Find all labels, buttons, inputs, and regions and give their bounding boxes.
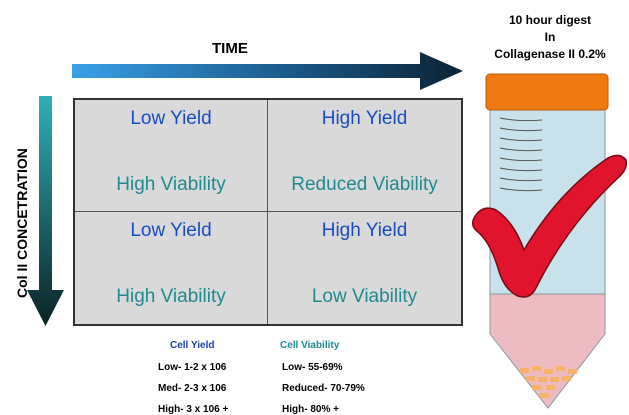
cell-viability-label: High Viability bbox=[116, 286, 226, 307]
concentration-arrow bbox=[27, 96, 64, 326]
digest-line-3: Collagenase II 0.2% bbox=[494, 47, 606, 61]
tube-lower-body bbox=[489, 293, 606, 409]
time-label: TIME bbox=[212, 40, 248, 57]
cell-yield-label: High Yield bbox=[321, 220, 408, 241]
test-tube-illustration bbox=[471, 73, 628, 409]
legend-viability-item: Reduced- 70-79% bbox=[282, 383, 365, 394]
legend-yield-title: Cell Yield bbox=[170, 340, 215, 351]
legend-yield-item: High- 3 x 106 + bbox=[158, 404, 229, 415]
cell-yield-label: High Yield bbox=[321, 108, 408, 129]
digest-line-1: 10 hour digest bbox=[508, 13, 591, 27]
cell-yield-label: Low Yield bbox=[130, 108, 212, 129]
cell-viability-label: High Viability bbox=[116, 174, 226, 195]
concentration-label: Col II CONCETRATION bbox=[14, 148, 30, 298]
cell-viability-label: Low Viability bbox=[311, 286, 418, 307]
yield-viability-grid: Low Yield High Viability High Yield Redu… bbox=[73, 98, 463, 326]
grid-cell-top-right: High Yield Reduced Viability bbox=[268, 100, 461, 212]
checkmark-icon bbox=[471, 154, 628, 298]
legend-viability-title: Cell Viability bbox=[280, 340, 340, 351]
digest-line-2: In bbox=[544, 30, 556, 44]
tube-cap bbox=[485, 73, 609, 111]
cell-pellet bbox=[520, 366, 577, 398]
cell-viability-label: Reduced Viability bbox=[291, 174, 438, 195]
grid-cell-bottom-right: High Yield Low Viability bbox=[268, 212, 461, 324]
grid-cell-bottom-left: Low Yield High Viability bbox=[75, 212, 268, 324]
tube-graduation-marks bbox=[499, 117, 543, 192]
grid-cell-top-left: Low Yield High Viability bbox=[75, 100, 268, 212]
legend-yield-item: Low- 1-2 x 106 bbox=[158, 362, 227, 373]
cell-yield-label: Low Yield bbox=[130, 220, 212, 241]
legend-viability-item: Low- 55-69% bbox=[282, 362, 343, 373]
time-arrow bbox=[72, 52, 463, 90]
legend-viability-item: High- 80% + bbox=[282, 404, 339, 415]
digest-caption: 10 hour digest In Collagenase II 0.2% bbox=[472, 12, 628, 63]
legend-yield-item: Med- 2-3 x 106 bbox=[158, 383, 227, 394]
